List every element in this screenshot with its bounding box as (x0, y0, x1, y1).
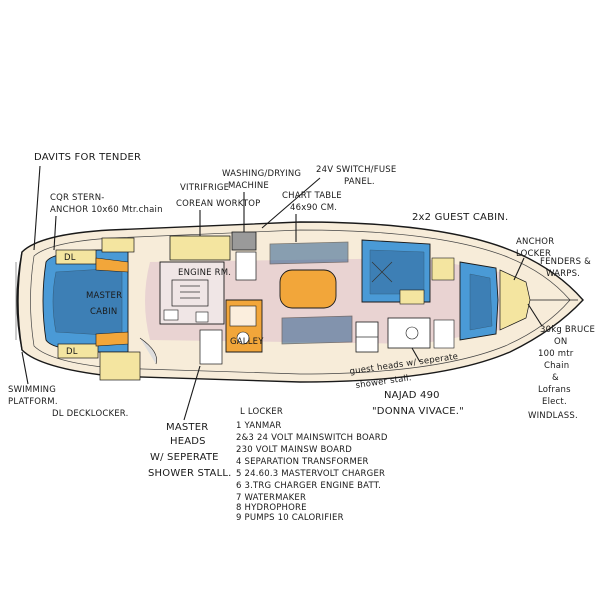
fenders-label-2: WARPS. (546, 269, 580, 279)
legend-item: 2&3 24 VOLT MAINSWITCH BOARD (236, 433, 388, 443)
engine-room-label: ENGINE RM. (178, 268, 231, 278)
galley: GALLEY (139, 299, 264, 365)
legend-title: L LOCKER (240, 407, 283, 417)
cqr-label-2: ANCHOR 10x60 Mtr.chain (50, 205, 163, 215)
swimming-label-1: SWIMMING (8, 385, 56, 395)
legend: L LOCKER 1 YANMAR 2&3 24 VOLT MAINSWITCH… (236, 407, 388, 523)
bruce-label-5: & (552, 373, 559, 383)
swimming-label-2: PLATFORM. (8, 397, 58, 407)
bruce-label-4: Chain (544, 361, 569, 371)
legend-item: 4 SEPARATION TRANSFORMER (236, 457, 369, 467)
legend-item: 8 HYDROPHORE (236, 503, 307, 513)
anchor-locker-label-2: LOCKER (516, 249, 551, 259)
anchor-locker-label-1: ANCHOR (516, 237, 554, 247)
chart-table-label-2: 46x90 CM. (290, 203, 337, 213)
fenders-label-1: FENDERS & (540, 257, 591, 267)
legend-item: 6 3.TRG CHARGER ENGINE BATT. (236, 481, 381, 491)
master-cabin-label-2: CABIN (90, 307, 117, 317)
master-heads-label-4: SHOWER STALL. (148, 468, 232, 479)
master-heads-label-2: HEADS (170, 436, 206, 447)
switch-label-1: 24V SWITCH/FUSE (316, 165, 396, 175)
engine-room: ENGINE RM. (159, 261, 231, 325)
fridge-label-2: COREAN WORKTOP (176, 199, 261, 209)
legend-item: 1 YANMAR (236, 421, 281, 431)
switch-label-2: PANEL. (344, 177, 375, 187)
dl-label-bottom: DL (66, 347, 78, 357)
washing-label-1: WASHING/DRYING (222, 169, 301, 179)
washing-label-2: MACHINE (228, 181, 269, 191)
davits-label: DAVITS FOR TENDER (34, 152, 141, 163)
galley-label: GALLEY (230, 337, 264, 347)
bruce-label-2: ON (554, 337, 567, 347)
forward-cabin (459, 261, 578, 341)
decklocker-label: DL DECKLOCKER. (52, 409, 129, 419)
bruce-label-8: WINDLASS. (528, 411, 578, 421)
master-cabin-label-1: MASTER (86, 291, 122, 301)
guest-cabin-label: 2x2 GUEST CABIN. (412, 212, 508, 223)
bruce-label-1: 30kg BRUCE (540, 325, 595, 335)
legend-item: 9 PUMPS 10 CALORIFIER (236, 513, 344, 523)
guest-heads (387, 317, 455, 349)
boat-name-label: "DONNA VIVACE." (372, 406, 464, 417)
bruce-label-6: Lofrans (538, 385, 571, 395)
master-heads-label-1: MASTER (166, 422, 208, 433)
fridge-label-1: VITRIFRIGE (180, 183, 229, 193)
master-cabin: MASTER CABIN DL DL (42, 237, 141, 381)
master-heads-label-3: W/ SEPERATE (150, 452, 219, 463)
fridge-worktop (169, 231, 257, 281)
guest-cabin (361, 239, 455, 305)
model-label: NAJAD 490 (384, 390, 440, 401)
cqr-label-1: CQR STERN- (50, 193, 105, 203)
legend-item: 7 WATERMAKER (236, 493, 306, 503)
bruce-label-3: 100 mtr (538, 349, 574, 359)
legend-item: 230 VOLT MAINSW BOARD (236, 445, 352, 455)
chart-table-label-1: CHART TABLE (282, 191, 342, 201)
legend-item: 5 24.60.3 MASTERVOLT CHARGER (236, 469, 385, 479)
saloon-seating (269, 241, 379, 353)
dl-label-top: DL (64, 253, 76, 263)
bruce-label-7: Elect. (542, 397, 567, 407)
